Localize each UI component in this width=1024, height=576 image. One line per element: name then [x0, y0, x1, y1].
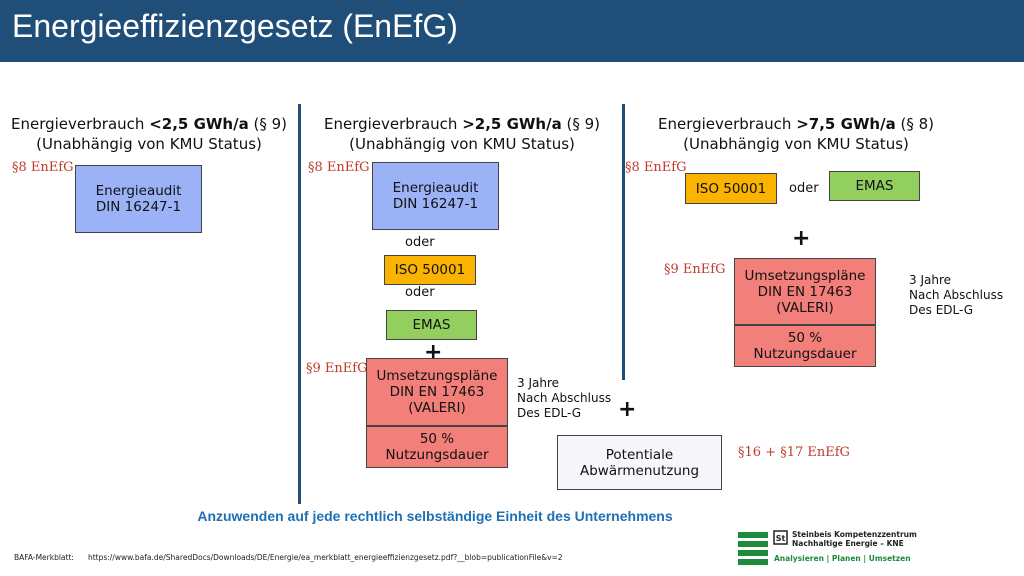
column-divider-1	[298, 104, 301, 504]
svg-text:Analysieren | Planen | Umsetze: Analysieren | Planen | Umsetzen	[774, 554, 911, 564]
col2-subheading: (Unabhängig von KMU Status)	[349, 135, 575, 153]
page-title: Energieeffizienzgesetz (EnEfG)	[12, 8, 458, 44]
scope-statement: Anzuwenden auf jede rechtlich selbständi…	[197, 508, 673, 524]
footer-label: BAFA-Merkblatt:	[14, 553, 74, 562]
col1-heading: Energieverbrauch <2,5 GWh/a (§ 9) (Unabh…	[0, 114, 298, 154]
logo: St Steinbeis Kompetenzzentrum Nachhaltig…	[736, 528, 946, 572]
col2-duration-box: 50 %Nutzungsdauer	[366, 426, 508, 468]
title-bar	[0, 0, 1024, 62]
col2-heading: Energieverbrauch >2,5 GWh/a (§ 9) (Unabh…	[302, 114, 622, 154]
column-divider-2	[622, 104, 625, 380]
col3-oder: oder	[789, 181, 819, 196]
col2-law-ref-9: §9 EnEfG	[306, 361, 368, 376]
col2-iso-box: ISO 50001	[384, 255, 476, 285]
col2-law-ref-8: §8 EnEfG	[308, 160, 370, 175]
svg-text:Steinbeis Kompetenzzentrum: Steinbeis Kompetenzzentrum	[792, 530, 917, 539]
col1-law-ref: §8 EnEfG	[12, 160, 74, 175]
col3-law-ref-8: §8 EnEfG	[625, 160, 687, 175]
svg-text:St: St	[776, 534, 786, 543]
footer-url[interactable]: https://www.bafa.de/SharedDocs/Downloads…	[87, 553, 563, 562]
col1-subheading: (Unabhängig von KMU Status)	[36, 135, 262, 153]
col3-heading: Energieverbrauch >7,5 GWh/a (§ 8) (Unabh…	[626, 114, 966, 154]
col3-law-ref-9: §9 EnEfG	[664, 262, 726, 277]
col3-plus: +	[792, 226, 811, 251]
col2-oder-2: oder	[405, 285, 435, 300]
col2-oder-1: oder	[405, 235, 435, 250]
col3-iso-box: ISO 50001	[685, 173, 777, 204]
svg-text:Nachhaltige Energie – KNE: Nachhaltige Energie – KNE	[792, 539, 904, 548]
extra-plus: +	[618, 397, 637, 422]
extra-law-ref: §16 + §17 EnEfG	[738, 445, 850, 460]
logo-graphic: St Steinbeis Kompetenzzentrum Nachhaltig…	[738, 530, 917, 565]
col3-emas-box: EMAS	[829, 171, 920, 201]
col3-subheading: (Unabhängig von KMU Status)	[683, 135, 909, 153]
col2-emas-box: EMAS	[386, 310, 477, 340]
col3-duration-box: 50 %Nutzungsdauer	[734, 325, 876, 367]
footer-source: BAFA-Merkblatt: https://www.bafa.de/Share…	[14, 553, 577, 562]
